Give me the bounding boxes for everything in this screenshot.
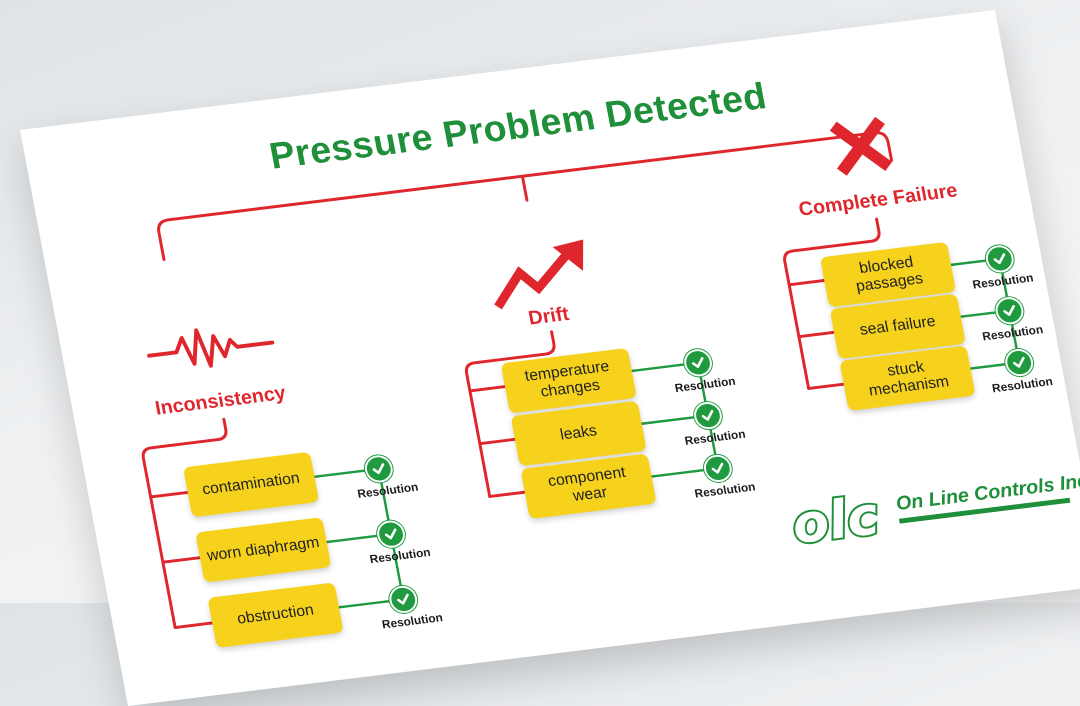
check-icon — [701, 453, 735, 484]
check-icon — [1003, 347, 1036, 378]
x-mark-icon — [829, 116, 893, 176]
check-icon — [691, 400, 725, 431]
olc-logo-icon: olc — [785, 483, 886, 558]
check-icon — [362, 453, 395, 484]
check-icon — [681, 347, 715, 378]
scene: Pressure Problem Detected Inconsistency … — [141, 75, 1080, 648]
waveform-icon — [147, 328, 275, 368]
check-icon — [374, 519, 408, 550]
check-icon — [993, 295, 1026, 326]
trend-up-arrow-icon — [494, 239, 584, 310]
diagram-poster: Pressure Problem Detected Inconsistency … — [20, 10, 1080, 706]
check-icon — [983, 243, 1016, 274]
